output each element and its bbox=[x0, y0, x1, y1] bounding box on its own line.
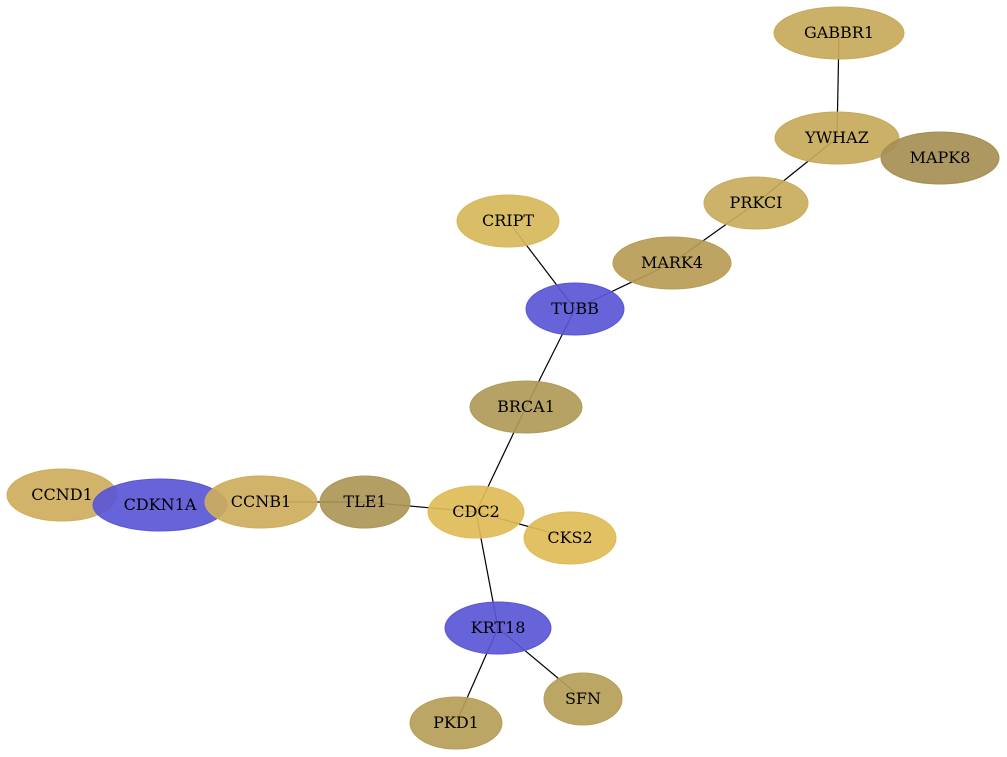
node-ywhaz[interactable]: YWHAZ bbox=[774, 111, 900, 165]
node-shape-brca1 bbox=[469, 380, 583, 434]
node-shape-sfn bbox=[543, 672, 623, 726]
node-label-cript: CRIPT bbox=[482, 211, 534, 230]
node-tubb[interactable]: TUBB bbox=[525, 282, 625, 336]
node-krt18[interactable]: KRT18 bbox=[444, 601, 552, 655]
node-cdkn1a[interactable]: CDKN1A bbox=[92, 478, 228, 532]
node-tle1[interactable]: TLE1 bbox=[319, 475, 411, 529]
node-shape-ywhaz bbox=[774, 111, 900, 165]
node-mark4[interactable]: MARK4 bbox=[612, 236, 732, 290]
node-label-brca1: BRCA1 bbox=[497, 397, 555, 416]
node-cript[interactable]: CRIPT bbox=[456, 194, 560, 248]
node-label-pkd1: PKD1 bbox=[433, 713, 479, 732]
node-shape-mark4 bbox=[612, 236, 732, 290]
node-shape-cript bbox=[456, 194, 560, 248]
node-label-sfn: SFN bbox=[565, 689, 601, 708]
node-pkd1[interactable]: PKD1 bbox=[409, 696, 503, 750]
node-cdc2[interactable]: CDC2 bbox=[427, 485, 525, 539]
node-prkci[interactable]: PRKCI bbox=[703, 176, 809, 230]
node-shape-cdc2 bbox=[427, 485, 525, 539]
node-label-mapk8: MAPK8 bbox=[910, 148, 971, 167]
node-ccnd1[interactable]: CCND1 bbox=[6, 468, 118, 522]
node-mapk8[interactable]: MAPK8 bbox=[880, 131, 1000, 185]
node-sfn[interactable]: SFN bbox=[543, 672, 623, 726]
node-label-ccnd1: CCND1 bbox=[31, 485, 93, 504]
node-label-ywhaz: YWHAZ bbox=[804, 128, 869, 147]
node-label-gabbr1: GABBR1 bbox=[804, 23, 874, 42]
node-label-cdc2: CDC2 bbox=[452, 502, 500, 521]
node-shape-cks2 bbox=[523, 511, 617, 565]
node-label-cks2: CKS2 bbox=[547, 528, 592, 547]
node-shape-gabbr1 bbox=[773, 6, 905, 60]
node-shape-prkci bbox=[703, 176, 809, 230]
node-gabbr1[interactable]: GABBR1 bbox=[773, 6, 905, 60]
node-label-prkci: PRKCI bbox=[730, 193, 783, 212]
node-label-cdkn1a: CDKN1A bbox=[124, 495, 197, 514]
node-shape-mapk8 bbox=[880, 131, 1000, 185]
node-label-mark4: MARK4 bbox=[641, 253, 703, 272]
node-label-tubb: TUBB bbox=[551, 299, 599, 318]
node-shape-pkd1 bbox=[409, 696, 503, 750]
node-shape-tle1 bbox=[319, 475, 411, 529]
node-label-tle1: TLE1 bbox=[343, 492, 386, 511]
node-shape-ccnb1 bbox=[204, 475, 318, 529]
node-brca1[interactable]: BRCA1 bbox=[469, 380, 583, 434]
node-label-krt18: KRT18 bbox=[471, 618, 526, 637]
node-label-ccnb1: CCNB1 bbox=[231, 492, 291, 511]
node-ccnb1[interactable]: CCNB1 bbox=[204, 475, 318, 529]
edges-layer bbox=[261, 32, 840, 724]
node-shape-krt18 bbox=[444, 601, 552, 655]
node-shape-tubb bbox=[525, 282, 625, 336]
node-cks2[interactable]: CKS2 bbox=[523, 511, 617, 565]
